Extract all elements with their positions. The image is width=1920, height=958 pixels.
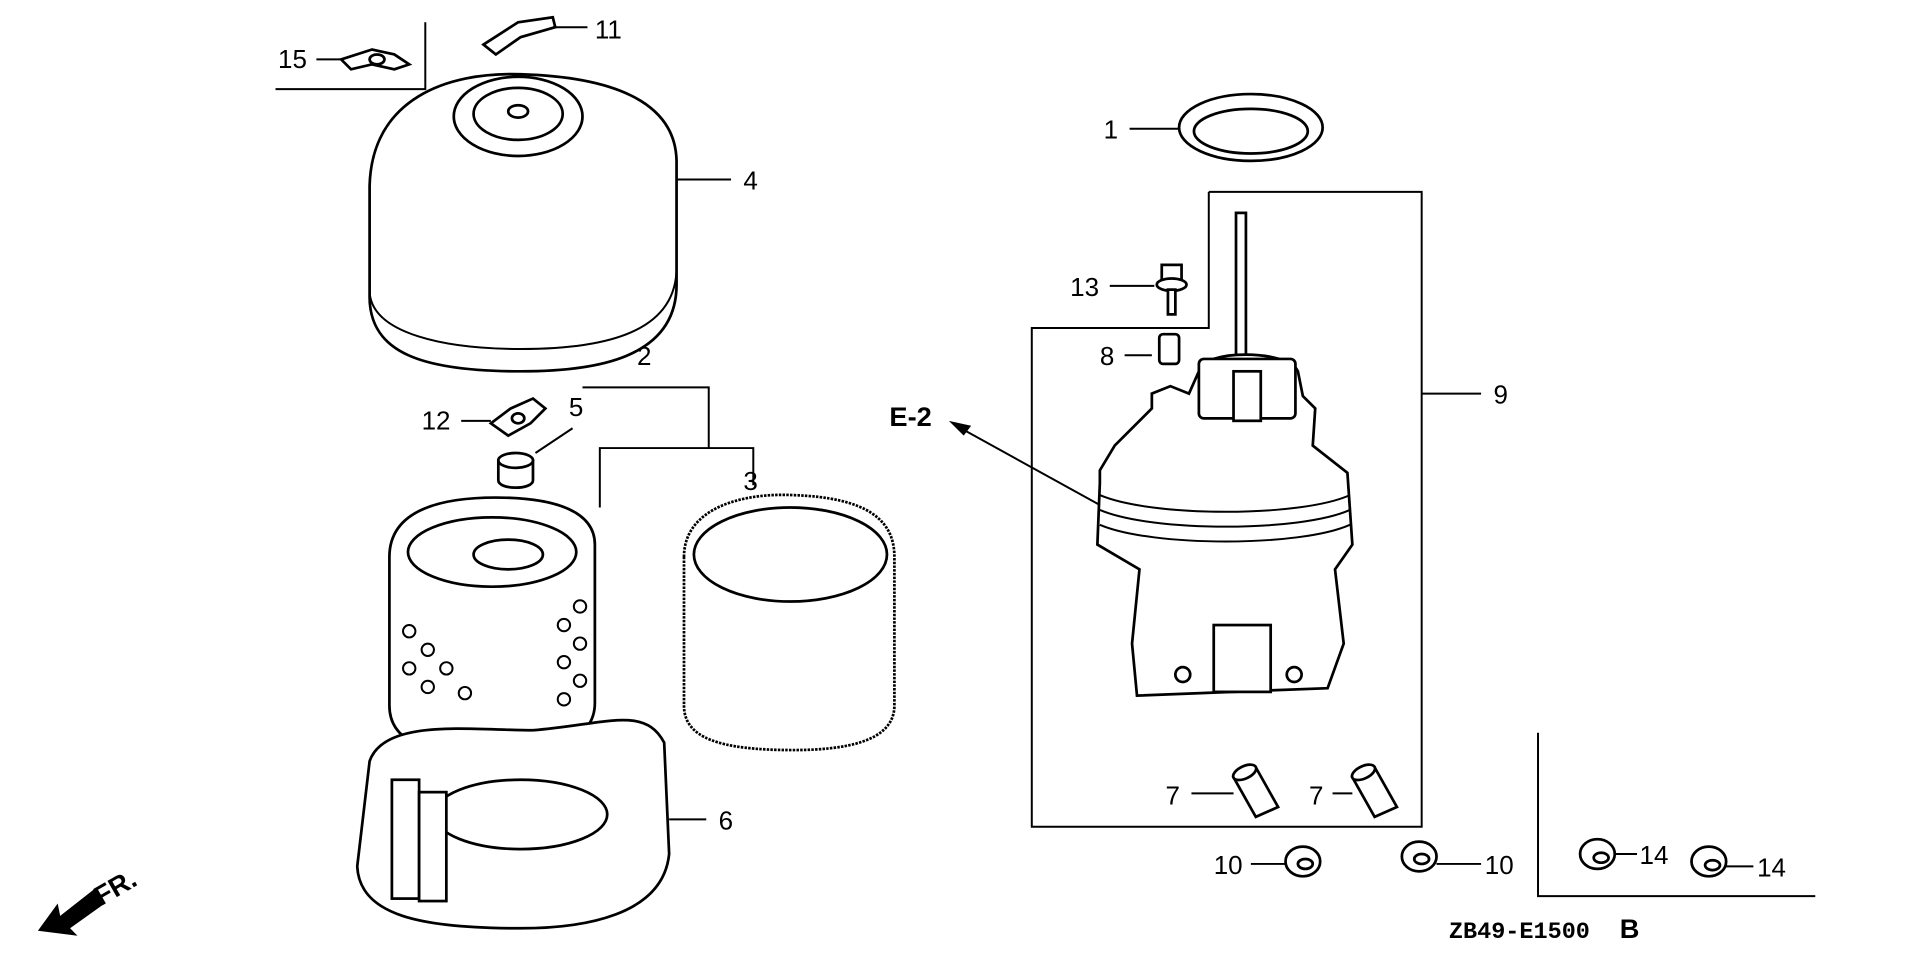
part-2-filter-element bbox=[388, 496, 597, 757]
callout-3: 3 bbox=[743, 466, 757, 496]
part-14-nut-a bbox=[1578, 837, 1638, 871]
part-3-foam-element bbox=[682, 493, 896, 752]
part-10-bolt-b bbox=[1400, 840, 1482, 873]
part-1-gasket bbox=[1129, 92, 1325, 163]
part-10-bolt-a bbox=[1250, 845, 1322, 878]
part-9-elbow-assembly bbox=[1095, 211, 1482, 698]
part-12-wing-nut bbox=[461, 396, 548, 438]
callout-7b: 7 bbox=[1309, 781, 1323, 811]
bracket-lines bbox=[275, 22, 1816, 898]
callout-12: 12 bbox=[422, 405, 451, 435]
callout-14a: 14 bbox=[1640, 840, 1669, 870]
part-15-wing-nut bbox=[316, 48, 413, 71]
callout-9: 9 bbox=[1493, 379, 1507, 409]
callout-10b: 10 bbox=[1485, 850, 1514, 880]
callout-7a: 7 bbox=[1165, 781, 1179, 811]
part-8-collar bbox=[1124, 332, 1181, 366]
perforation-holes bbox=[402, 599, 588, 707]
callout-11: 11 bbox=[595, 14, 622, 44]
reference-arrow bbox=[948, 420, 1101, 506]
part-11-clip bbox=[481, 15, 588, 57]
front-direction-arrow: FR. bbox=[37, 863, 142, 936]
part-5-grommet bbox=[496, 427, 574, 490]
reference-label: E-2 bbox=[889, 401, 931, 432]
callout-2: 2 bbox=[637, 341, 651, 371]
part-13-bolt bbox=[1109, 263, 1188, 316]
part-14-nut-b bbox=[1690, 845, 1754, 878]
callout-13: 13 bbox=[1070, 272, 1099, 302]
callout-8: 8 bbox=[1100, 341, 1114, 371]
part-4-air-cleaner-cover bbox=[368, 72, 732, 373]
diagram-revision: B bbox=[1620, 913, 1640, 944]
part-7-tube-b bbox=[1332, 763, 1399, 819]
callout-5: 5 bbox=[569, 392, 583, 422]
callout-6: 6 bbox=[719, 805, 733, 835]
part-6-air-cleaner-case bbox=[355, 718, 707, 930]
diagram-code: ZB49-E1500 bbox=[1449, 919, 1590, 946]
callout-10a: 10 bbox=[1214, 850, 1243, 880]
callout-4: 4 bbox=[743, 165, 757, 195]
callout-14b: 14 bbox=[1757, 852, 1786, 882]
callout-1: 1 bbox=[1104, 115, 1118, 145]
callout-15: 15 bbox=[278, 44, 307, 74]
part-7-tube-a bbox=[1191, 763, 1281, 819]
